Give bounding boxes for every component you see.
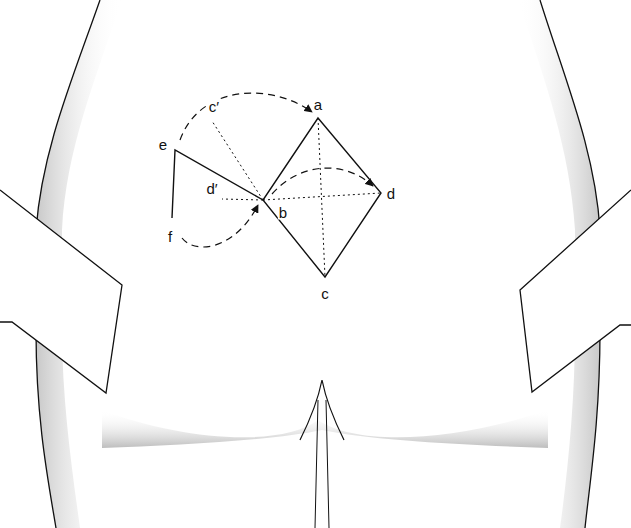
rhomboid-defect [263,118,381,277]
point-label: b [278,205,288,220]
point-label: d [386,186,396,201]
point-label: f [167,229,173,244]
diagonal-line [263,118,381,277]
point-label: e [158,137,168,152]
point-label: a [313,97,323,112]
movement-arrow [272,168,373,194]
flap-incision [172,150,263,218]
drape-panel [0,190,122,393]
point-label: d′ [205,181,218,196]
movement-arrow [182,205,258,247]
movement-arrow [180,93,312,140]
gluteal-cleft [300,380,344,440]
point-label: c′ [208,99,220,114]
drape-panel [520,190,631,392]
point-label: c [320,286,330,301]
extension-line [212,121,263,200]
buttock-shade [102,410,548,448]
gluteal-cleft [315,400,329,528]
